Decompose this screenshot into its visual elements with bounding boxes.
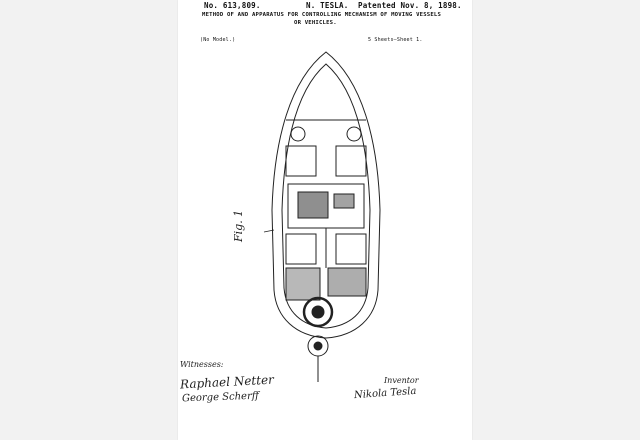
patent-sheet: No. 613,809. N. TESLA. Patented Nov. 8, … xyxy=(178,0,472,440)
bow-fitting-right xyxy=(346,126,362,142)
patent-date: Patented Nov. 8, 1898. xyxy=(358,1,462,10)
inventor-name: N. TESLA. xyxy=(306,1,349,10)
motor-block xyxy=(285,267,321,301)
patent-title-line-2: OR VEHICLES. xyxy=(294,20,337,26)
battery-cell xyxy=(285,145,317,177)
patent-title-line-1: METHOD OF AND APPARATUS FOR CONTROLLING … xyxy=(202,12,442,18)
hull-inner-outline xyxy=(281,63,371,329)
hull-outline xyxy=(271,51,381,339)
witnesses-label: Witnesses: xyxy=(180,360,224,369)
figure-label: Fig. 1 xyxy=(232,209,245,242)
bow-fitting-left xyxy=(290,126,306,142)
mast xyxy=(263,229,275,233)
battery-cell xyxy=(335,233,367,265)
battery-cell xyxy=(285,233,317,265)
battery-cell xyxy=(335,145,367,177)
patent-number: No. 613,809. xyxy=(204,1,261,10)
boat-drawing xyxy=(263,51,381,382)
gear-wheel xyxy=(302,296,334,328)
model-note: (No Model.) xyxy=(200,37,236,43)
sheet-note: 5 Sheets—Sheet 1. xyxy=(368,37,423,43)
inventor-label: Inventor xyxy=(384,376,419,385)
